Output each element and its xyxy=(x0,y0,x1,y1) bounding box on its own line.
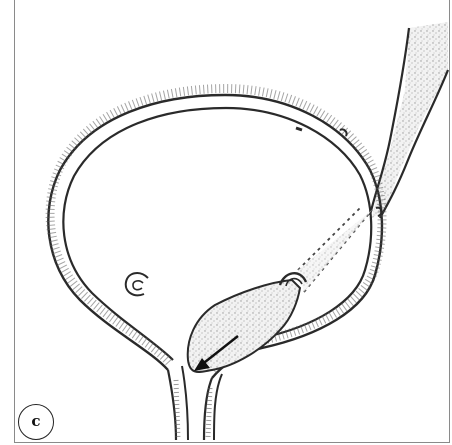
ureterocele xyxy=(188,280,300,372)
panel-label-badge: c xyxy=(18,404,54,440)
balloon-icon xyxy=(126,273,148,295)
panel-label: c xyxy=(31,414,40,429)
ureter xyxy=(370,22,448,218)
